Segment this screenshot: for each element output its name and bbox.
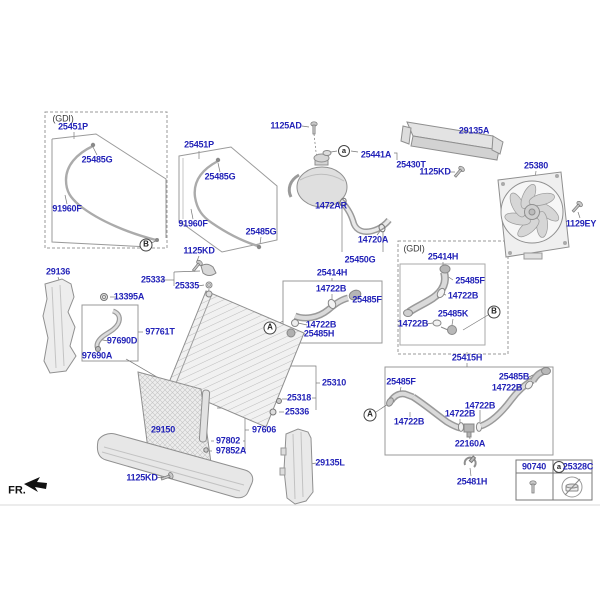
fitting-25485K xyxy=(447,325,457,335)
part-label-97802[interactable]: 97802 xyxy=(215,435,241,446)
part-label-25485G[interactable]: 25485G xyxy=(81,154,113,165)
part-label-1125AD[interactable]: 1125AD xyxy=(270,120,302,131)
part-label-25451P[interactable]: 25451P xyxy=(184,139,214,150)
part-label-25485F[interactable]: 25485F xyxy=(455,275,485,286)
part-label-14722B[interactable]: 14722B xyxy=(447,290,479,301)
part-label-14720A[interactable]: 14720A xyxy=(357,234,389,245)
ref-circle-a: a xyxy=(338,145,350,157)
drain-plug-25318 xyxy=(276,398,282,404)
nut-13395A xyxy=(100,293,108,301)
condenser-drawing xyxy=(137,371,212,464)
gdi-tag: (GDI) xyxy=(52,113,74,124)
part-label-14722B[interactable]: 14722B xyxy=(491,382,523,393)
legend-icons xyxy=(529,476,583,498)
group-boxes xyxy=(0,111,600,506)
part-label-14722B[interactable]: 14722B xyxy=(305,319,337,330)
fr-arrow xyxy=(24,477,47,492)
part-label-29135A[interactable]: 29135A xyxy=(458,125,490,136)
part-label-25481H[interactable]: 25481H xyxy=(456,476,488,487)
part-label-25310[interactable]: 25310 xyxy=(321,377,347,388)
part-label-25485F[interactable]: 25485F xyxy=(386,376,416,387)
part-label-22160A[interactable]: 22160A xyxy=(454,438,486,449)
gdi-tag: (GDI) xyxy=(403,243,425,254)
clamp-1472AR xyxy=(339,197,347,207)
fitting-25485B xyxy=(541,367,551,375)
part-label-97761T[interactable]: 97761T xyxy=(145,326,175,337)
part-label-97690D[interactable]: 97690D xyxy=(106,335,138,346)
legend-part-25328C[interactable]: 25328C xyxy=(562,461,594,472)
part-label-25335[interactable]: 25335 xyxy=(174,280,200,291)
part-label-25485G[interactable]: 25485G xyxy=(245,226,277,237)
fitting-22160A xyxy=(463,423,475,433)
part-label-25415H[interactable]: 25415H xyxy=(451,352,483,363)
part-label-91960F[interactable]: 91960F xyxy=(178,218,208,229)
part-label-1125KD[interactable]: 1125KD xyxy=(183,245,215,256)
part-label-25430T[interactable]: 25430T xyxy=(396,159,426,170)
part-label-25318[interactable]: 25318 xyxy=(286,392,312,403)
filler-neck-drawing xyxy=(200,263,217,289)
fan-assembly-drawing xyxy=(497,171,570,260)
reservoir-tank-drawing xyxy=(287,150,348,208)
part-label-13395A[interactable]: 13395A xyxy=(113,291,145,302)
gdi-pipe-panel-drawing xyxy=(51,133,167,248)
reservoir-hose-drawing xyxy=(337,197,392,235)
part-label-1472AR[interactable]: 1472AR xyxy=(315,200,347,211)
part-label-29135L[interactable]: 29135L xyxy=(315,457,345,468)
part-label-14722B[interactable]: 14722B xyxy=(393,416,425,427)
part-label-14722B[interactable]: 14722B xyxy=(397,318,429,329)
fitting-25485H xyxy=(286,328,296,338)
part-label-29136[interactable]: 29136 xyxy=(45,266,71,277)
part-label-97690A[interactable]: 97690A xyxy=(81,350,113,361)
part-label-25485H[interactable]: 25485H xyxy=(303,328,335,339)
radiator-hose-upper-drawing xyxy=(286,289,362,338)
clamp-14720A xyxy=(378,223,386,233)
ref-circle-B: B xyxy=(487,305,501,319)
ref-circle-A: A xyxy=(363,408,377,422)
air-guard-left-drawing xyxy=(42,278,77,374)
part-label-25451P[interactable]: 25451P xyxy=(58,121,88,132)
part-label-25485F[interactable]: 25485F xyxy=(352,294,382,305)
part-label-1125KD[interactable]: 1125KD xyxy=(126,472,158,483)
cap-ref-a xyxy=(322,150,332,156)
part-label-1125KD[interactable]: 1125KD xyxy=(419,166,451,177)
part-label-25450G[interactable]: 25450G xyxy=(344,254,376,265)
part-label-97606[interactable]: 97606 xyxy=(251,424,277,435)
ref-circle-B: B xyxy=(139,238,153,252)
part-label-14722B[interactable]: 14722B xyxy=(444,408,476,419)
part-label-25485B[interactable]: 25485B xyxy=(498,371,530,382)
legend-ref-circle-a: a xyxy=(553,461,565,473)
fr-direction-label: FR. xyxy=(8,484,26,497)
part-label-25485G[interactable]: 25485G xyxy=(204,171,236,182)
part-label-25441A[interactable]: 25441A xyxy=(360,149,392,160)
part-label-25336[interactable]: 25336 xyxy=(284,406,310,417)
part-label-14722B[interactable]: 14722B xyxy=(315,283,347,294)
part-label-25333[interactable]: 25333 xyxy=(140,274,166,285)
ref-circle-A: A xyxy=(263,321,277,335)
part-label-97852A[interactable]: 97852A xyxy=(215,445,247,456)
part-label-25485K[interactable]: 25485K xyxy=(437,308,469,319)
crossmember-drawing xyxy=(400,121,504,161)
part-label-29150[interactable]: 29150 xyxy=(150,424,176,435)
part-label-14722B[interactable]: 14722B xyxy=(464,400,496,411)
part-label-91960F[interactable]: 91960F xyxy=(52,203,82,214)
part-label-25380[interactable]: 25380 xyxy=(523,160,549,171)
part-label-25414H[interactable]: 25414H xyxy=(427,251,459,262)
bracket-box-drawing xyxy=(94,293,122,352)
legend-part-90740[interactable]: 90740 xyxy=(521,461,547,472)
pipe-panel-drawing xyxy=(178,146,278,253)
part-label-25414H[interactable]: 25414H xyxy=(316,267,348,278)
radiator-hose-lower-drawing xyxy=(386,367,551,438)
part-label-1129EY[interactable]: 1129EY xyxy=(565,218,597,229)
condenser-plug xyxy=(203,447,209,453)
drain-cock-25336 xyxy=(269,408,277,416)
clamp-25481H-drawing xyxy=(463,455,477,468)
gdi-hose-drawing xyxy=(403,264,457,335)
air-guard-lower-drawing xyxy=(96,433,254,499)
air-guard-side-drawing xyxy=(279,428,314,505)
